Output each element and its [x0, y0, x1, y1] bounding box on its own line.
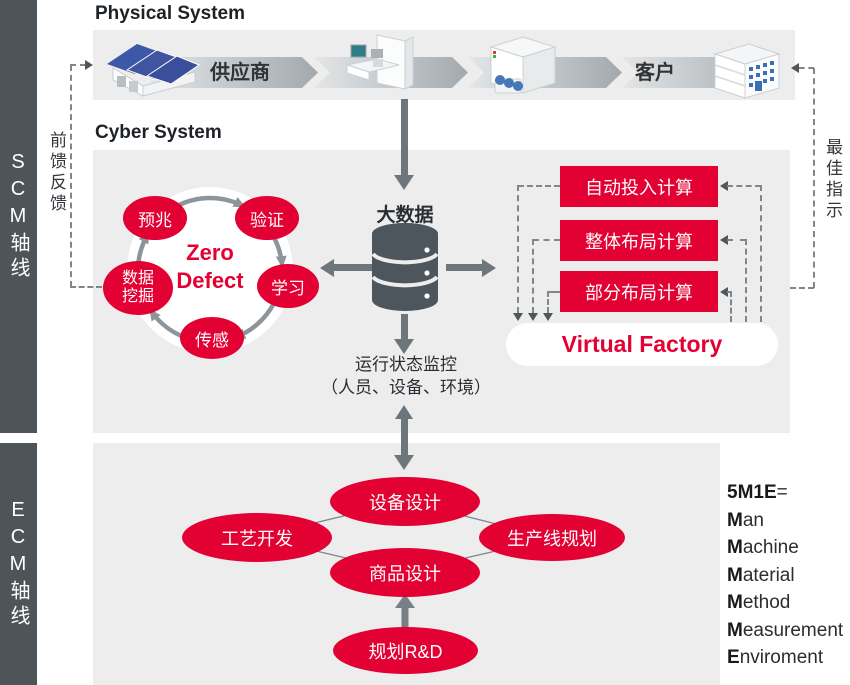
- best-line-top: [799, 67, 814, 69]
- calc1-vf-line-h: [518, 185, 560, 187]
- five-m-one-e-item: Enviroment: [727, 647, 824, 668]
- monitor-ecm-arrow-shaft: [401, 418, 408, 456]
- zd-node-prediction: 预兆: [123, 196, 187, 240]
- vf-calc2-line-h: [727, 239, 746, 241]
- factory-icon: [107, 44, 200, 97]
- office-building-icon: [713, 43, 781, 99]
- feedforward-label: 前馈反馈: [47, 131, 66, 215]
- calc-box-auto-input: 自动投入计算: [560, 166, 718, 207]
- ecm-node-equipment-design: 设备设计: [330, 477, 480, 526]
- feedforward-line-top: [70, 64, 86, 66]
- vf-calc2-line-v: [745, 239, 747, 322]
- five-m-one-e-item: Method: [727, 592, 791, 613]
- calc-box-overall-layout: 整体布局计算: [560, 220, 718, 261]
- vf-calc1-line-h: [727, 185, 761, 187]
- calc3-vf-arrowhead: [543, 313, 553, 321]
- ecm-node-planning-rd: 规划R&D: [333, 627, 478, 674]
- ecm-node-line-planning: 生产线规划: [479, 514, 625, 561]
- vf-calc1-line-v: [760, 185, 762, 322]
- best-arrowhead: [791, 63, 799, 73]
- ecm-node-process-development: 工艺开发: [182, 513, 332, 562]
- physical-to-bigdata-arrowhead: [394, 175, 414, 190]
- feedforward-line-bottom: [70, 286, 102, 288]
- best-instruction-label: 最佳指示: [823, 138, 842, 222]
- bigdata-to-monitor-arrow-shaft: [401, 314, 408, 340]
- feedforward-line-vertical: [70, 65, 72, 287]
- machine-tool-icon: [345, 34, 414, 90]
- supplier-label: 供应商: [210, 62, 270, 84]
- vf-calc3-arrowhead: [720, 287, 728, 297]
- customer-label: 客户: [635, 62, 675, 84]
- five-m-one-e-item: Machine: [727, 537, 799, 558]
- calc2-vf-line-v: [532, 239, 534, 313]
- five-m-one-e-item: Measurement: [727, 619, 844, 641]
- monitor-ecm-down-arrowhead: [394, 455, 414, 470]
- process-equipment-icon: [489, 36, 557, 94]
- five-m-one-e-heading: 5M1E=: [727, 482, 788, 503]
- vf-calc3-line-h: [727, 291, 732, 293]
- cyber-system-title: Cyber System: [95, 122, 222, 143]
- zd-node-sensing: 传感: [180, 317, 244, 359]
- ecm-axis-label: ECM轴线: [7, 498, 29, 630]
- bigdata-to-calc-arrowhead: [482, 259, 496, 277]
- vf-calc1-arrowhead: [720, 181, 728, 191]
- monitor-ecm-up-arrowhead: [395, 405, 413, 419]
- ecm-node-product-design: 商品设计: [330, 548, 480, 597]
- zd-node-data-mining: 数据挖掘: [103, 261, 173, 315]
- ecm-axis-bar: ECM轴线: [0, 443, 37, 685]
- bigdata-to-calc-arrow-shaft: [446, 264, 482, 271]
- physical-system-title: Physical System: [95, 3, 245, 24]
- five-m-one-e-item: Man: [727, 509, 764, 531]
- calc3-vf-line-v: [547, 291, 549, 313]
- vf-calc2-arrowhead: [720, 235, 728, 245]
- five-m-one-e-item: Material: [727, 564, 795, 586]
- five-m-one-e-legend: 5M1E= Man Machine Material Method Measur…: [727, 479, 843, 672]
- big-data-label: 大数据: [376, 205, 434, 226]
- zd-node-verification: 验证: [235, 196, 299, 240]
- calc3-vf-line-h: [548, 291, 560, 293]
- zd-node-learning: 学习: [257, 264, 319, 308]
- scm-axis-bar: SCM轴线: [0, 0, 37, 433]
- calc1-vf-line-v: [517, 185, 519, 313]
- calc2-vf-line-h: [533, 239, 560, 241]
- best-line-vertical: [813, 68, 815, 288]
- virtual-factory-box: Virtual Factory: [506, 323, 778, 366]
- bigdata-to-monitor-arrowhead: [394, 339, 414, 354]
- best-line-bottom: [790, 287, 814, 289]
- physical-to-bigdata-arrow-shaft: [401, 99, 408, 176]
- vf-calc3-line-v: [730, 291, 732, 322]
- calc1-vf-arrowhead: [513, 313, 523, 321]
- bigdata-to-zerodefect-arrowhead: [320, 259, 334, 277]
- calc2-vf-arrowhead: [528, 313, 538, 321]
- scm-axis-label: SCM轴线: [7, 151, 29, 282]
- monitoring-label: 运行状态监控 （人员、设备、环境）: [321, 355, 491, 397]
- calc-box-partial-layout: 部分布局计算: [560, 271, 718, 312]
- zero-defect-label: Zero Defect: [176, 240, 244, 293]
- bigdata-to-zerodefect-arrow-shaft: [334, 264, 384, 271]
- feedforward-arrowhead: [85, 60, 93, 70]
